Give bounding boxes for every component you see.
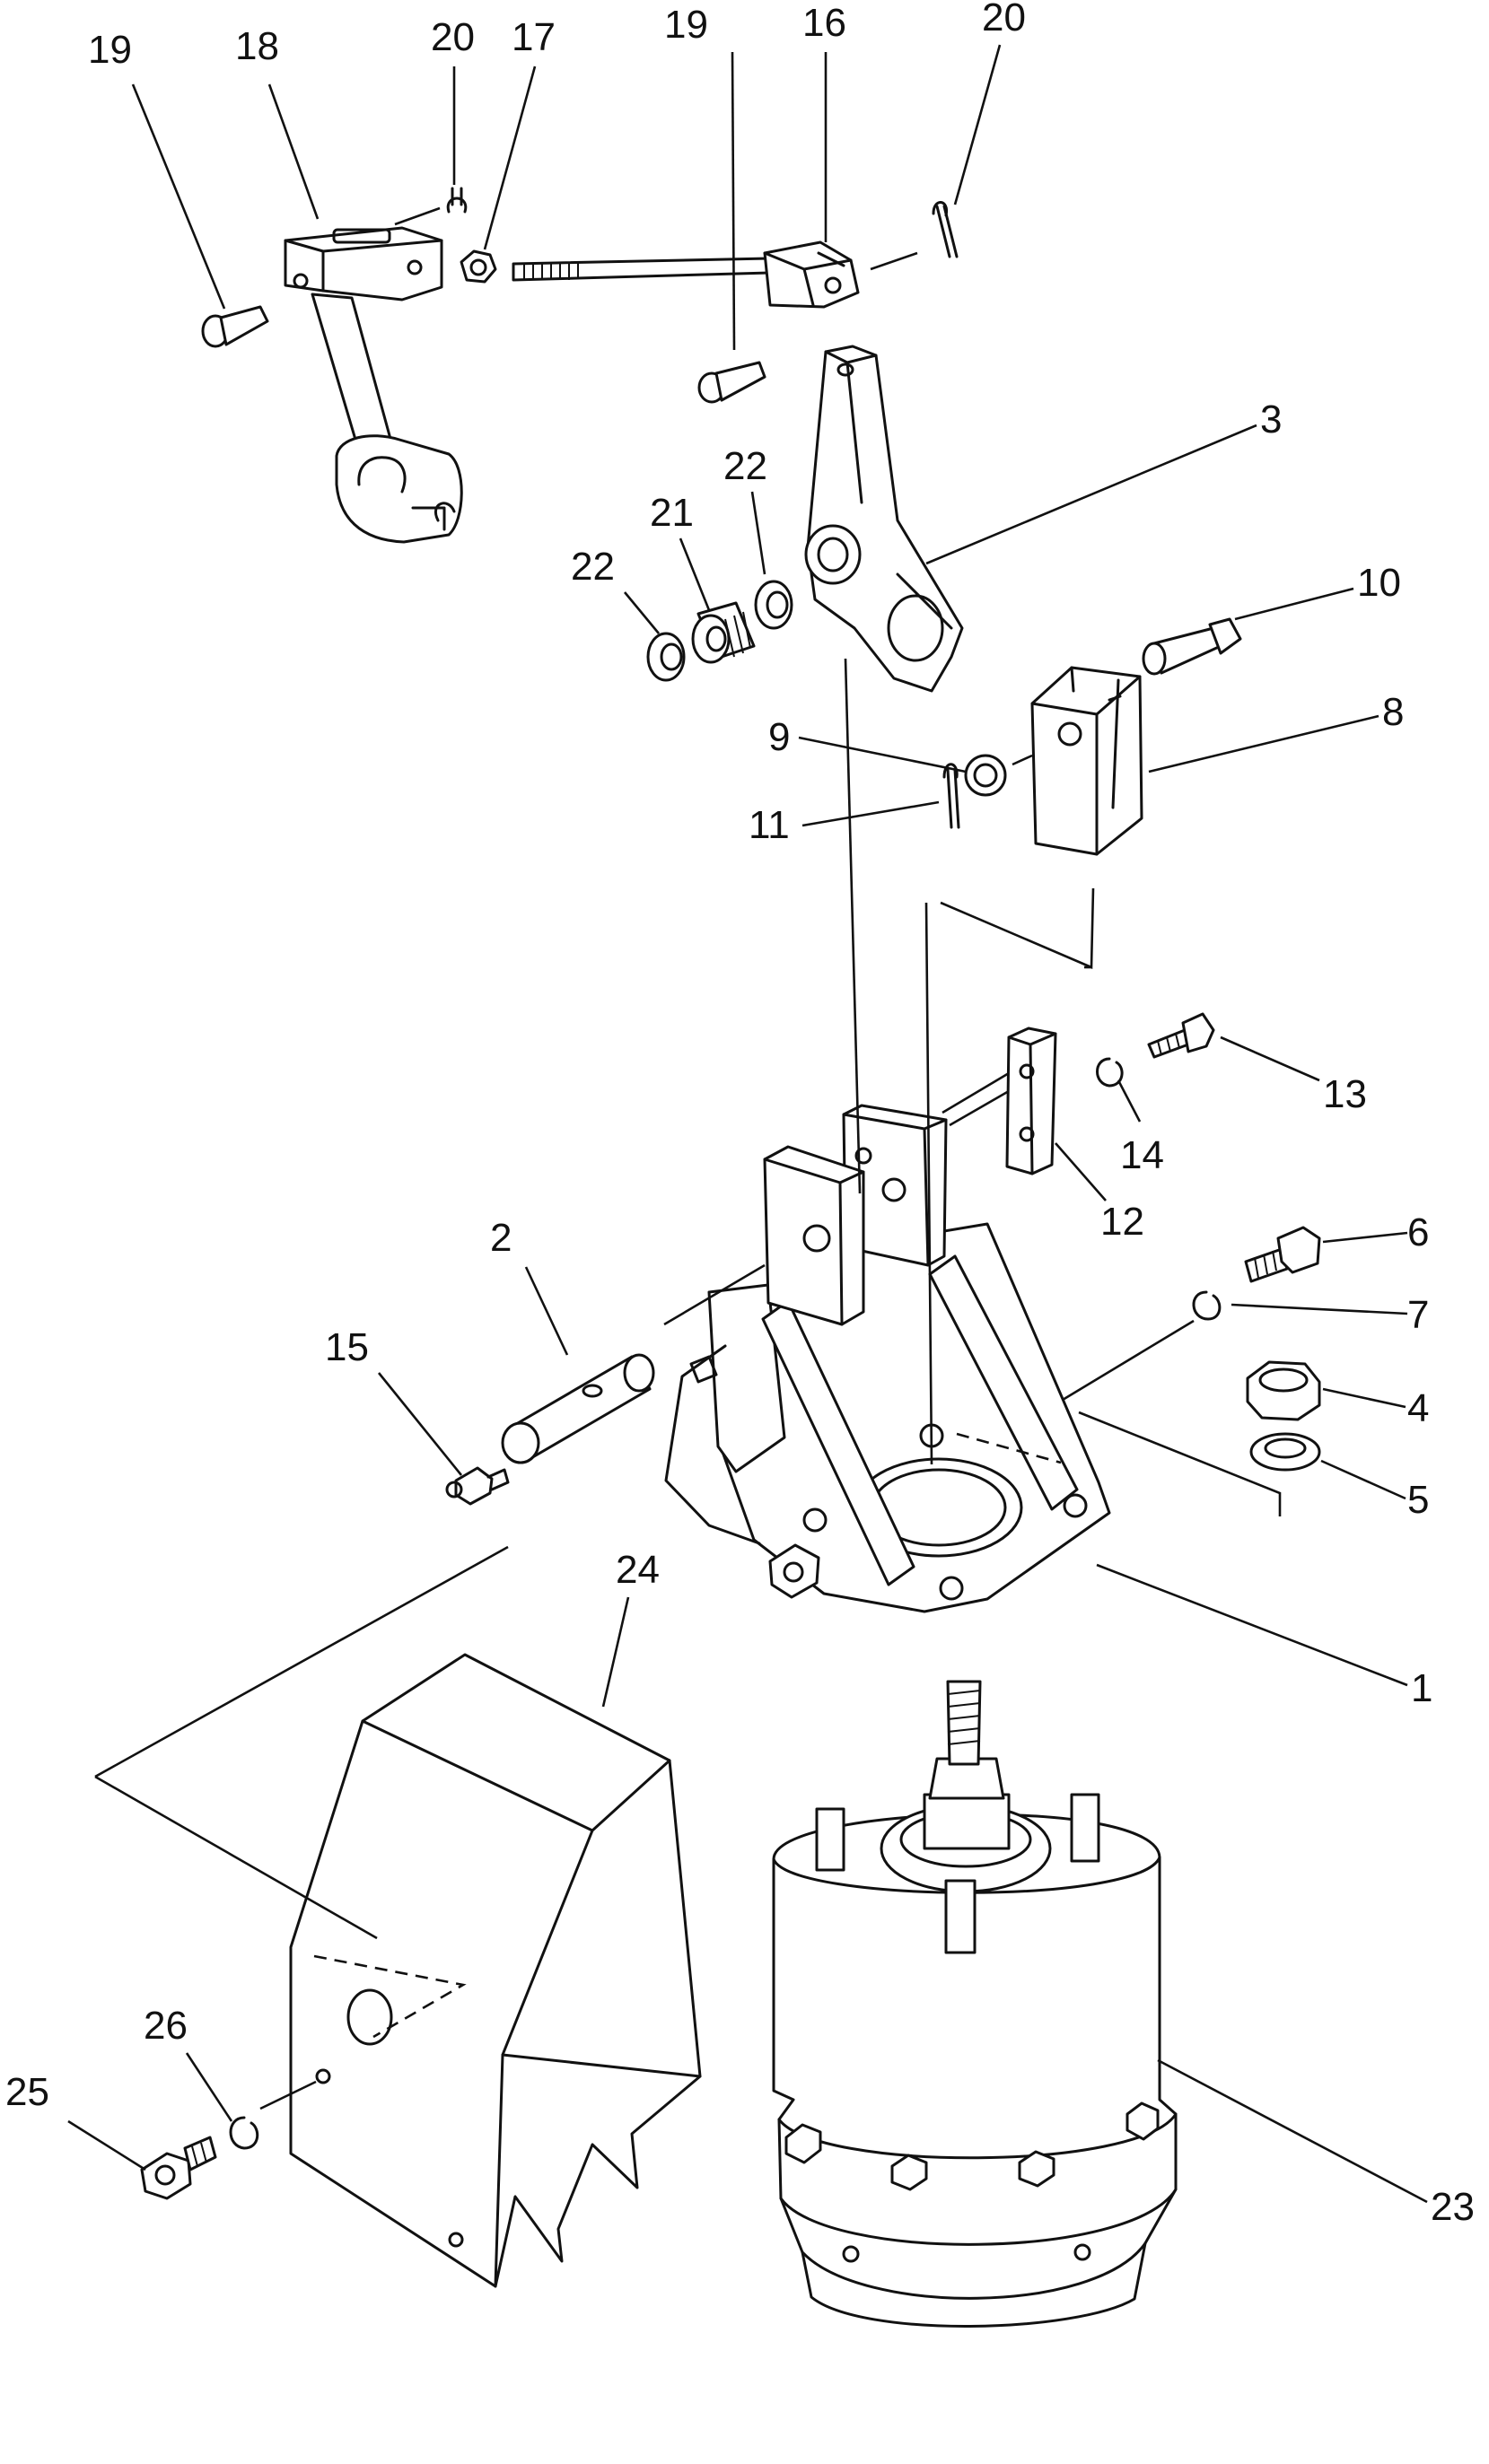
callout-25: 25 [5,2070,49,2114]
part-24-cover [289,1653,702,2288]
callout-20b: 20 [982,0,1026,39]
part-2-pin [501,1353,655,1464]
callout-1: 1 [1411,1666,1432,1710]
part-22-bearing-left [646,632,686,682]
callout-15: 15 [325,1325,369,1369]
callout-10: 10 [1357,561,1401,605]
callout-22b: 22 [723,444,767,488]
part-25-bolt [140,2136,217,2200]
part-20-cotter-pin-left [446,187,468,214]
callout-labels: 19 18 20 17 19 16 20 3 22 21 22 10 9 8 1… [5,0,1475,2229]
part-1-bracket [664,1104,1111,1613]
part-23-motor-cylinder [772,1680,1178,2328]
callout-3: 3 [1260,398,1282,441]
leader-lines [67,44,1428,2204]
part-20-cotter-pin-right [932,201,959,258]
callout-4: 4 [1407,1386,1429,1430]
part-19-pin-left [201,305,269,348]
part-11-cotter-pin [942,763,960,829]
part-22-bearing-right [754,580,793,630]
part-7-lock-washer [1192,1290,1222,1321]
part-16-clevis [763,240,860,309]
callout-14: 14 [1120,1133,1164,1177]
callout-11: 11 [749,803,790,847]
part-6-bolt [1244,1226,1321,1283]
callout-19a: 19 [88,28,132,72]
callout-8: 8 [1382,690,1404,734]
part-3-bellcrank-lever [804,345,964,693]
part-19-pin-right [697,361,766,404]
callout-16: 16 [802,1,846,45]
part-4-nut [1246,1360,1321,1421]
callout-19b: 19 [664,3,708,47]
part-18-lever-arm [284,226,463,544]
callout-20a: 20 [431,15,475,59]
callout-17: 17 [512,15,556,59]
callout-24: 24 [616,1548,660,1592]
callout-2: 2 [490,1216,512,1260]
callout-23: 23 [1431,2185,1475,2229]
callout-7: 7 [1407,1293,1429,1337]
part-26-lock-washer [229,2116,259,2150]
part-13-bolt [1147,1012,1215,1059]
callout-22a: 22 [571,545,615,589]
part-21-needle-bearing [691,601,756,664]
callout-12: 12 [1100,1200,1144,1244]
callout-9: 9 [768,715,790,759]
callout-21: 21 [650,491,694,535]
callout-13: 13 [1323,1072,1367,1116]
part-8-yoke [1030,666,1143,856]
part-12-plate [1005,1027,1057,1175]
part-9-washer [964,754,1007,797]
callout-6: 6 [1407,1210,1429,1254]
part-15-grease-fitting [445,1466,510,1506]
part-5-washer [1249,1432,1321,1472]
callout-18: 18 [235,24,279,68]
part-17-nut [460,249,497,284]
threaded-rod [512,257,772,282]
callout-26: 26 [144,2004,188,2048]
callout-5: 5 [1407,1478,1429,1522]
part-14-lock-washer [1096,1057,1124,1088]
part-10-pin [1142,617,1242,676]
